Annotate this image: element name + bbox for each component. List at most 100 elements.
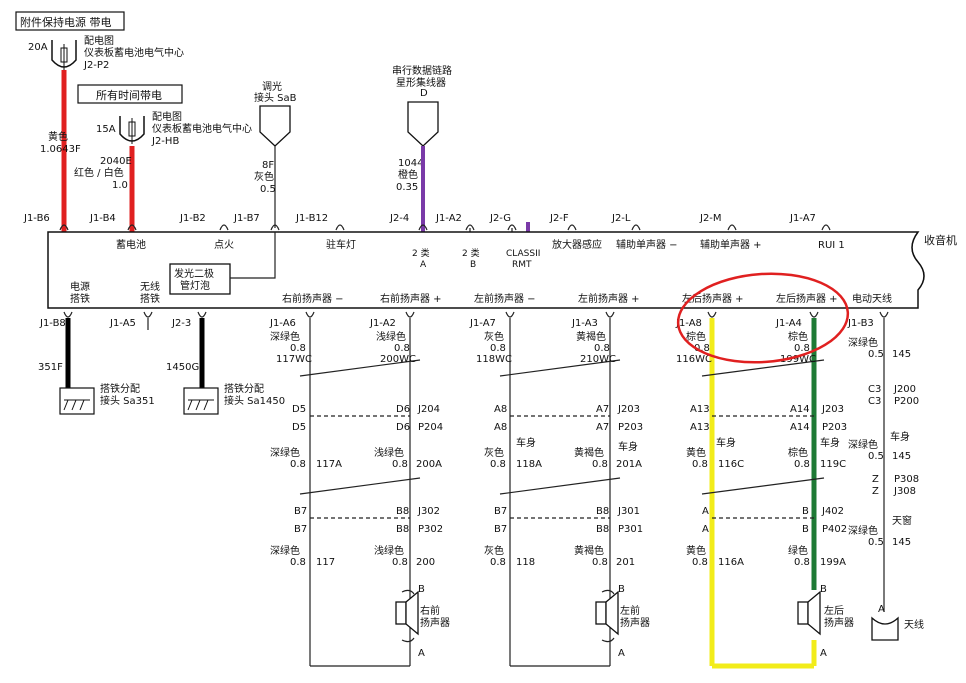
purple-wire bbox=[421, 146, 530, 242]
top-pins: J1-B6 J1-B4 J1-B2 J1-B7 J1-B12 J2-4 J1-A… bbox=[23, 213, 831, 231]
box-bottom-labels: 电源 搭铁 无线 搭铁 右前扬声器 − 右前扬声器 + 左前扬声器 − 左前扬声… bbox=[70, 280, 892, 305]
data-title: 串行数据链路 bbox=[392, 64, 452, 77]
conn-id: J204 bbox=[417, 404, 440, 415]
wire-size: 0.8 bbox=[592, 459, 608, 470]
wire-color: 深绿色 bbox=[270, 544, 300, 557]
pin-label: A bbox=[418, 648, 425, 659]
skylight-label: 天窗 bbox=[892, 514, 912, 527]
conn-pin: A8 bbox=[494, 422, 507, 433]
wire-size: 0.8 bbox=[694, 343, 710, 354]
speaker-label: 扬声器 bbox=[420, 616, 450, 629]
wire-size: 0.5 bbox=[868, 349, 884, 360]
wire-color: 浅绿色 bbox=[374, 446, 404, 459]
conn-pin: A7 bbox=[596, 422, 609, 433]
body-label: 车身 bbox=[820, 436, 840, 449]
wire-size: 0.8 bbox=[490, 557, 506, 568]
gnd1-label2: 接头 Sa351 bbox=[100, 394, 155, 407]
conn-id: P402 bbox=[822, 524, 847, 535]
data-pin: D bbox=[420, 88, 428, 99]
radio-box-break bbox=[911, 231, 925, 291]
data-wire-num: 1044 bbox=[398, 158, 423, 169]
conn-pin: B7 bbox=[494, 506, 507, 517]
pin-label: J1-A4 bbox=[775, 318, 802, 329]
wire-code: 199A bbox=[820, 557, 846, 568]
wire-code: 116C bbox=[718, 459, 744, 470]
wire-color: 浅绿色 bbox=[374, 544, 404, 557]
pin-label: J1-A7 bbox=[469, 318, 496, 329]
pin-label: J1-A3 bbox=[571, 318, 598, 329]
wire-code: 200A bbox=[416, 459, 442, 470]
wire-color: 深绿色 bbox=[848, 438, 878, 451]
wire2-code: 2040E bbox=[100, 156, 132, 167]
fuse-icon bbox=[51, 40, 77, 70]
box-label: 驻车灯 bbox=[326, 238, 356, 251]
conn-pin: Z bbox=[872, 474, 879, 485]
dimmer-wire-num: 8F bbox=[262, 160, 274, 171]
wire-code: 118A bbox=[516, 459, 542, 470]
conn-pin: B8 bbox=[596, 524, 609, 535]
conn-id: P308 bbox=[894, 474, 919, 485]
pin-label: J1-A8 bbox=[675, 318, 702, 329]
wire-size: 0.8 bbox=[592, 557, 608, 568]
wire-color: 深绿色 bbox=[848, 524, 878, 537]
box-label: CLASSII bbox=[506, 249, 540, 259]
pin-label: B bbox=[418, 584, 425, 595]
box-label: RMT bbox=[512, 260, 532, 270]
conn-id: J302 bbox=[417, 506, 440, 517]
pin-label: J1-A2 bbox=[369, 318, 396, 329]
wire-color: 棕色 bbox=[686, 330, 706, 343]
speaker-label: 左后 bbox=[824, 604, 844, 617]
conn-pin: C3 bbox=[868, 396, 881, 407]
conn-pin: D5 bbox=[292, 404, 306, 415]
antenna-label: 天线 bbox=[904, 618, 924, 631]
conn-pin: A14 bbox=[790, 422, 810, 433]
box-label: 电动天线 bbox=[852, 292, 892, 305]
conn-pin: A13 bbox=[690, 404, 710, 415]
wire1-code: 1.0643F bbox=[40, 144, 81, 155]
conn-id: J301 bbox=[617, 506, 640, 517]
conn-id: P203 bbox=[618, 422, 643, 433]
conn-id: J308 bbox=[893, 486, 916, 497]
always-power-box bbox=[77, 84, 183, 104]
wire-code: 145 bbox=[892, 537, 911, 548]
wire-size: 0.8 bbox=[290, 343, 306, 354]
dimmer-wire-size: 0.5 bbox=[260, 184, 276, 195]
speaker-icon bbox=[797, 590, 821, 636]
pin-label: J1-B3 bbox=[847, 318, 874, 329]
box-label: 点火 bbox=[214, 239, 234, 251]
wire-color: 深绿色 bbox=[270, 446, 300, 459]
conn-id: J402 bbox=[821, 506, 844, 517]
wire2-size: 1.0 bbox=[112, 180, 128, 191]
wire-size: 0.8 bbox=[290, 557, 306, 568]
conn-id: P204 bbox=[418, 422, 443, 433]
fuse2-desc2: 仪表板蓄电池电气中心 bbox=[152, 122, 252, 135]
wire-code: 210WC bbox=[580, 354, 616, 365]
speaker-wires bbox=[309, 318, 885, 667]
dimmer-wire-color: 灰色 bbox=[254, 170, 274, 183]
conn-id: P200 bbox=[894, 396, 919, 407]
conn-pin: D5 bbox=[292, 422, 306, 433]
acc-power-box bbox=[15, 11, 125, 31]
wire-code: 200 bbox=[416, 557, 435, 568]
wire-code: 145 bbox=[892, 349, 911, 360]
wire-color: 绿色 bbox=[788, 544, 808, 557]
pin-label: J2-4 bbox=[389, 213, 409, 224]
wire-code: 118 bbox=[516, 557, 535, 568]
box-label: A bbox=[420, 260, 427, 270]
wire1-color: 黄色 bbox=[48, 130, 68, 143]
gnd2-wire: 1450G bbox=[166, 362, 199, 373]
conn-pin: D6 bbox=[396, 404, 410, 415]
fuse1-code: J2-P2 bbox=[83, 60, 109, 71]
wire2-color: 红色 / 白色 bbox=[74, 166, 124, 179]
box-label: 蓄电池 bbox=[116, 238, 146, 251]
conn-id: P203 bbox=[822, 422, 847, 433]
gnd2-label2: 接头 Sa1450 bbox=[224, 394, 285, 407]
conn-pin: A8 bbox=[494, 404, 507, 415]
wire-code: 201A bbox=[616, 459, 642, 470]
wire-size: 0.8 bbox=[392, 557, 408, 568]
box-label: B bbox=[470, 260, 476, 270]
conn-pin: A13 bbox=[690, 422, 710, 433]
box-label: 右前扬声器 − bbox=[282, 292, 344, 305]
data-wire-color: 橙色 bbox=[398, 168, 418, 181]
box-label: 左前扬声器 + bbox=[578, 292, 640, 305]
